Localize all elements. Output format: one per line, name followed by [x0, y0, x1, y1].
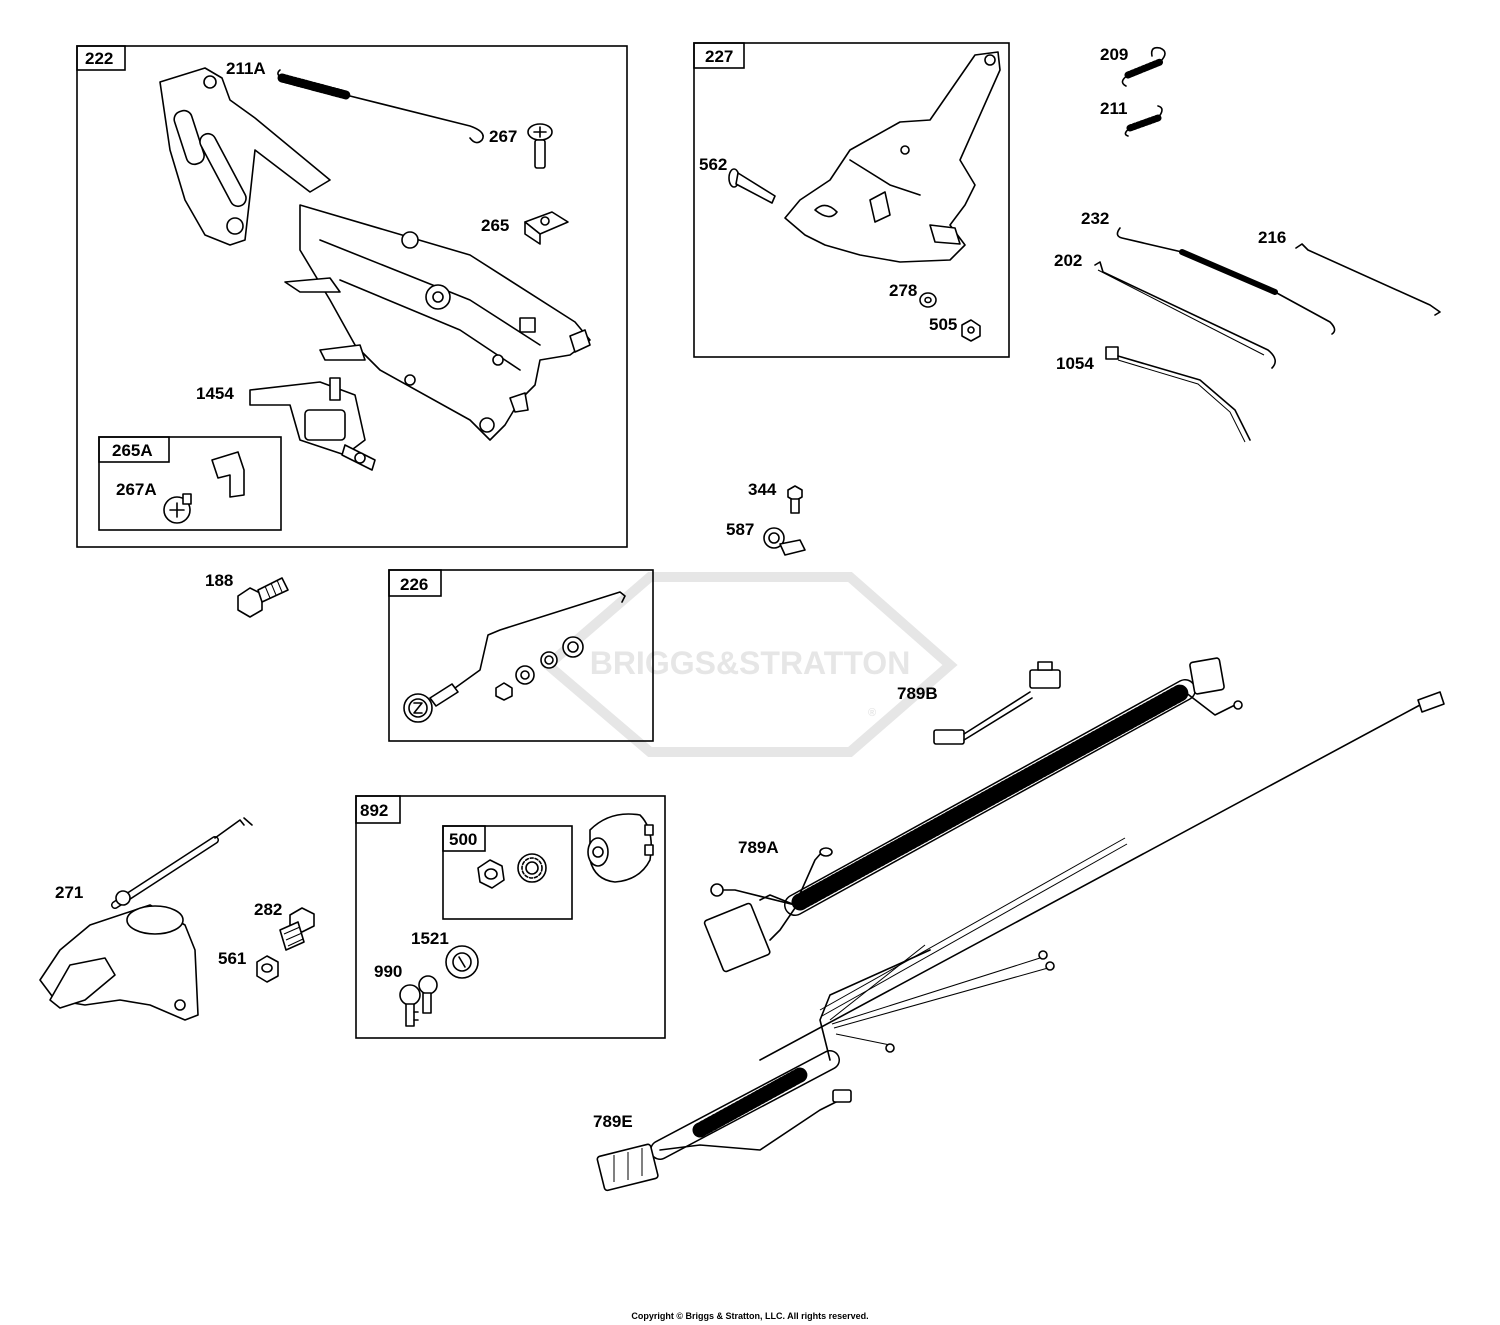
watermark-mark: ® [868, 707, 876, 719]
label-265[interactable]: 265 [481, 216, 509, 235]
spring-211-part[interactable] [1124, 105, 1163, 137]
wire-789-part[interactable] [759, 691, 1445, 1061]
briggs-stratton-watermark: BRIGGS&STRATTON ® [540, 572, 958, 757]
ignition-switch-part[interactable] [587, 813, 654, 883]
group-892: 892 500 1521 [355, 795, 666, 1039]
label-561[interactable]: 561 [218, 949, 246, 968]
label-562[interactable]: 562 [699, 155, 727, 174]
nut-267A-part[interactable] [163, 493, 192, 524]
label-587[interactable]: 587 [726, 520, 754, 539]
throttle-lever-227-part[interactable] [784, 51, 1001, 263]
choke-cable-226-part[interactable] [403, 591, 626, 723]
washer-278-part[interactable] [919, 292, 937, 308]
bolt-188-part[interactable] [237, 577, 289, 618]
harness-789E-part[interactable] [596, 949, 931, 1192]
group-226: 226 [388, 569, 654, 742]
box-226-frame [388, 569, 654, 742]
label-1521[interactable]: 1521 [411, 929, 449, 948]
spring-209-part[interactable] [1121, 46, 1166, 87]
tie-1054-part[interactable] [1105, 346, 1251, 443]
pin-562-part[interactable] [728, 168, 776, 204]
box-892-label[interactable]: 892 [360, 801, 388, 820]
label-789B[interactable]: 789B [897, 684, 938, 703]
key-990-part[interactable] [399, 975, 438, 1027]
throttle-control-271-part[interactable] [39, 817, 253, 1021]
harness-789B-part[interactable] [933, 661, 1061, 745]
label-271[interactable]: 271 [55, 883, 83, 902]
label-1054[interactable]: 1054 [1056, 354, 1094, 373]
box-500-frame [442, 825, 573, 920]
box-500-tag [442, 825, 486, 852]
clip-265-part[interactable] [524, 211, 569, 245]
label-216[interactable]: 216 [1258, 228, 1286, 247]
box-227-tag [693, 42, 745, 69]
box-227-frame [693, 42, 1010, 358]
box-265A-frame [98, 436, 282, 531]
label-267[interactable]: 267 [489, 127, 517, 146]
clamp-587-part[interactable] [763, 527, 806, 556]
box-892-tag [355, 795, 401, 824]
nut-500-part[interactable] [477, 853, 547, 889]
label-278[interactable]: 278 [889, 281, 917, 300]
rod-216-part[interactable] [1295, 243, 1441, 316]
screw-267-part[interactable] [527, 123, 553, 169]
switch-1454-part[interactable] [249, 377, 376, 471]
box-500-label[interactable]: 500 [449, 830, 477, 849]
box-227-label[interactable]: 227 [705, 47, 733, 66]
spring-211A-part[interactable] [277, 69, 484, 144]
rod-232-part[interactable] [1116, 227, 1336, 335]
bezel-1521-part[interactable] [445, 945, 479, 979]
box-222-frame [76, 45, 628, 548]
box-265A-label[interactable]: 265A [112, 441, 153, 460]
label-202[interactable]: 202 [1054, 251, 1082, 270]
label-282[interactable]: 282 [254, 900, 282, 919]
label-188[interactable]: 188 [205, 571, 233, 590]
nut-505-part[interactable] [961, 319, 981, 342]
label-1454[interactable]: 1454 [196, 384, 234, 403]
label-789A[interactable]: 789A [738, 838, 779, 857]
copyright-notice: Copyright © Briggs & Stratton, LLC. All … [631, 1311, 869, 1321]
label-209[interactable]: 209 [1100, 45, 1128, 64]
label-267A[interactable]: 267A [116, 480, 157, 499]
label-211[interactable]: 211 [1100, 99, 1127, 118]
watermark-text: BRIGGS&STRATTON [590, 645, 911, 681]
box-222-tag [76, 45, 126, 71]
label-211A[interactable]: 211A [226, 59, 266, 78]
group-227: 227 562 278 505 [693, 42, 1010, 358]
label-505[interactable]: 505 [929, 315, 957, 334]
box-265A-tag [98, 436, 170, 463]
rod-202-part[interactable] [1094, 261, 1276, 369]
label-990[interactable]: 990 [374, 962, 402, 981]
box-222-label[interactable]: 222 [85, 49, 113, 68]
clip-265A-part[interactable] [211, 451, 245, 498]
control-bracket-part[interactable] [159, 67, 591, 441]
harness-789A-part[interactable] [703, 657, 1243, 973]
label-344[interactable]: 344 [748, 480, 777, 499]
nut-561-part[interactable] [256, 955, 279, 983]
label-789E[interactable]: 789E [593, 1112, 633, 1131]
bolt-344-part[interactable] [787, 485, 803, 514]
label-232[interactable]: 232 [1081, 209, 1109, 228]
box-226-label[interactable]: 226 [400, 575, 428, 594]
box-892-frame [355, 795, 666, 1039]
box-226-tag [388, 569, 442, 597]
group-222: 222 211A [76, 45, 628, 548]
bolt-282-part[interactable] [279, 907, 315, 951]
